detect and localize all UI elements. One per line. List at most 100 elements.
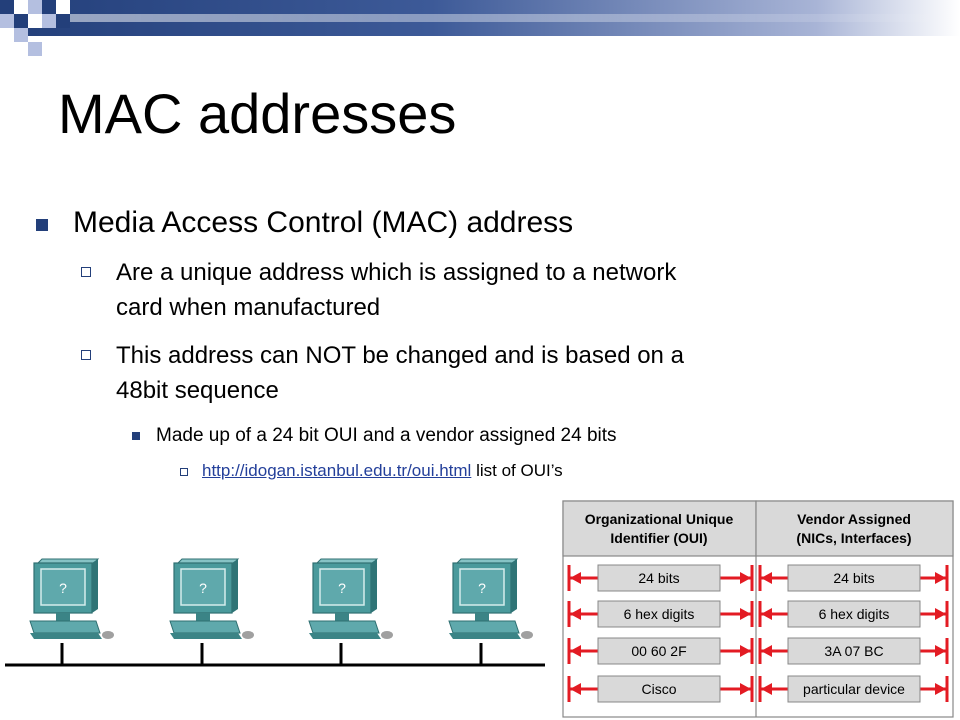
monitor-screen bbox=[40, 568, 86, 606]
oui-value-box bbox=[597, 675, 721, 703]
mouse bbox=[381, 631, 393, 639]
bullet-text: Made up of a 24 bit OUI and a vendor ass… bbox=[156, 425, 617, 446]
hollow-square-bullet-icon bbox=[81, 267, 91, 277]
oui-value-box bbox=[597, 564, 721, 592]
system-case bbox=[29, 620, 101, 634]
oui-header-line1: Organizational Unique bbox=[585, 511, 734, 527]
hollow-square-bullet-icon bbox=[81, 350, 91, 360]
screen-question-mark: ? bbox=[478, 580, 486, 596]
arrow-head-left bbox=[761, 645, 772, 657]
keyboard bbox=[309, 633, 381, 639]
oui-value-text: 6 hex digits bbox=[624, 606, 695, 622]
header-square bbox=[28, 0, 42, 14]
monitor-side bbox=[92, 559, 98, 613]
arrow-head-left bbox=[761, 608, 772, 620]
monitor-screen bbox=[319, 568, 365, 606]
arrow-head-right bbox=[740, 572, 751, 584]
mouse bbox=[521, 631, 533, 639]
header-square bbox=[56, 0, 70, 14]
bullet-text: Are a unique address which is assigned t… bbox=[116, 259, 677, 286]
monitor-neck bbox=[56, 613, 70, 621]
vendor-header-cell bbox=[755, 500, 954, 557]
system-case bbox=[169, 620, 241, 634]
header-square bbox=[14, 0, 28, 14]
computer-icon: ? bbox=[29, 558, 114, 665]
computer-icon: ? bbox=[448, 558, 533, 665]
system-case bbox=[308, 620, 380, 634]
monitor-screen bbox=[459, 568, 505, 606]
arrow-head-left bbox=[570, 645, 581, 657]
header-square bbox=[0, 0, 14, 14]
link-suffix-text: list of OUI’s bbox=[476, 461, 563, 480]
arrow-head-right bbox=[935, 683, 946, 695]
oui-list-link[interactable]: http://idogan.istanbul.edu.tr/oui.html bbox=[202, 461, 472, 480]
header-square bbox=[14, 14, 28, 28]
network-diagram: ???? bbox=[5, 558, 545, 667]
monitor-neck bbox=[475, 613, 489, 621]
arrow-head-left bbox=[570, 683, 581, 695]
monitor-side bbox=[371, 559, 377, 613]
slide-title: MAC addresses bbox=[58, 82, 457, 145]
vendor-value-box bbox=[787, 675, 921, 703]
vendor-value-text: 3A 07 BC bbox=[824, 643, 883, 659]
header-square bbox=[28, 14, 42, 28]
arrow-head-left bbox=[761, 572, 772, 584]
arrow-head-right bbox=[935, 645, 946, 657]
bullet-text: Media Access Control (MAC) address bbox=[73, 206, 574, 239]
oui-value-box bbox=[597, 600, 721, 628]
keyboard bbox=[449, 633, 521, 639]
header-square bbox=[0, 28, 14, 42]
mouse bbox=[242, 631, 254, 639]
mouse bbox=[102, 631, 114, 639]
vendor-value-text: 24 bits bbox=[833, 570, 874, 586]
monitor-side bbox=[232, 559, 238, 613]
keyboard bbox=[30, 633, 102, 639]
monitor-neck bbox=[196, 613, 210, 621]
bullet-text: 48bit sequence bbox=[116, 377, 279, 404]
header-square bbox=[56, 14, 70, 28]
computer-icon: ? bbox=[308, 558, 393, 665]
arrow-head-left bbox=[761, 683, 772, 695]
header-square bbox=[0, 14, 14, 28]
arrow-head-right bbox=[935, 608, 946, 620]
header-square bbox=[42, 0, 56, 14]
monitor-neck bbox=[335, 613, 349, 621]
oui-value-text: Cisco bbox=[641, 681, 676, 697]
square-bullet-icon bbox=[132, 432, 140, 440]
oui-diagram: Organizational Unique Identifier (OUI) V… bbox=[562, 500, 954, 718]
monitor-side bbox=[511, 559, 517, 613]
header-square bbox=[42, 14, 56, 28]
header-square bbox=[28, 42, 42, 56]
arrow-head-left bbox=[570, 608, 581, 620]
vendor-value-box bbox=[787, 564, 921, 592]
arrow-head-right bbox=[740, 608, 751, 620]
vendor-value-box bbox=[787, 637, 921, 665]
arrow-head-right bbox=[935, 572, 946, 584]
screen-question-mark: ? bbox=[199, 580, 207, 596]
oui-header-cell bbox=[562, 500, 757, 557]
vendor-header-line1: Vendor Assigned bbox=[797, 511, 911, 527]
system-case bbox=[448, 620, 520, 634]
arrow-head-right bbox=[740, 645, 751, 657]
bullet-text: card when manufactured bbox=[116, 294, 381, 321]
square-bullet-icon bbox=[36, 219, 48, 231]
oui-value-text: 24 bits bbox=[638, 570, 679, 586]
oui-value-text: 00 60 2F bbox=[631, 643, 686, 659]
oui-header-line2: Identifier (OUI) bbox=[610, 530, 707, 546]
arrow-head-right bbox=[740, 683, 751, 695]
header-square bbox=[14, 28, 28, 42]
vendor-header-line2: (NICs, Interfaces) bbox=[796, 530, 911, 546]
screen-question-mark: ? bbox=[338, 580, 346, 596]
bullet-text: http://idogan.istanbul.edu.tr/oui.html l… bbox=[202, 460, 563, 482]
screen-question-mark: ? bbox=[59, 580, 67, 596]
bullet-text: This address can NOT be changed and is b… bbox=[116, 342, 684, 369]
computer-icon: ? bbox=[169, 558, 254, 665]
oui-value-box bbox=[597, 637, 721, 665]
header-gradient-bar bbox=[0, 0, 960, 36]
hollow-square-bullet-icon bbox=[180, 468, 188, 476]
arrow-head-left bbox=[570, 572, 581, 584]
keyboard bbox=[170, 633, 242, 639]
vendor-value-text: 6 hex digits bbox=[819, 606, 890, 622]
vendor-value-text: particular device bbox=[803, 681, 905, 697]
monitor-screen bbox=[180, 568, 226, 606]
